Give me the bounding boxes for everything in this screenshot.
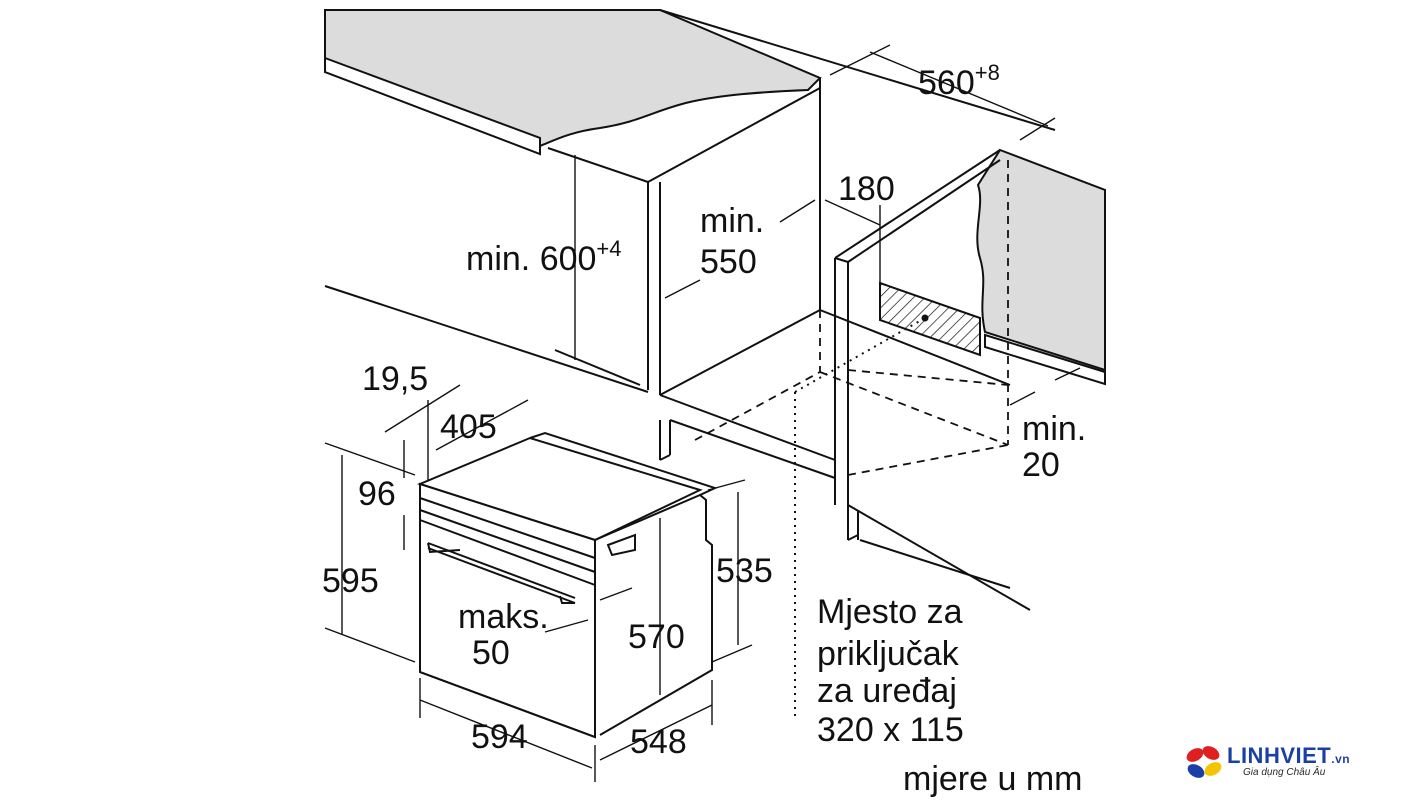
dim-cabinet-height: min. 600+4 [466,236,622,278]
dim-cabinet-width: 560+8 [918,60,1000,102]
right-cabinet-slab [976,148,1106,386]
logo-flower-icon [1186,746,1222,778]
connection-note-line: Mjesto za [817,593,963,631]
dim-depth-body: 405 [440,408,497,446]
dim-rear-gap-line2: 20 [1022,446,1060,484]
dim-oven-depth: 548 [630,723,687,761]
dim-rear-gap-line1: min. [1022,410,1086,448]
dim-oven-width: 594 [471,718,528,756]
dim-oven-height: 595 [322,562,379,600]
dimension-lines [324,44,1081,782]
connection-box [879,205,981,357]
oven [417,431,718,739]
niche-outline [694,160,1009,720]
dim-rear-opening: 180 [838,170,895,208]
dim-top-gap: 96 [358,475,396,513]
dim-inner-height: 570 [628,618,685,656]
cabinet-lines [324,9,1056,611]
connection-note-line: za uređaj [817,672,957,710]
dim-front-panel: 19,5 [362,360,428,398]
connection-note-line: priključak [817,635,960,673]
dim-handle-max-line1: maks. [458,598,549,636]
dim-cabinet-depth-line2: 550 [700,243,757,281]
linhviet-logo: LINHVIET.vn Gia dụng Châu Âu [1183,741,1383,785]
units-note: mjere u mm [903,760,1082,798]
connection-note: Mjesto za priključak za uređaj 320 x 115 [817,593,964,749]
dim-handle-max-line2: 50 [472,634,510,672]
worktop [324,9,822,156]
dim-rear-height: 535 [716,552,773,590]
dim-cabinet-depth-line1: min. [700,202,764,240]
logo-tagline: Gia dụng Châu Âu [1243,767,1326,778]
logo-name: LINHVIET.vn [1227,743,1351,768]
connection-note-line: 320 x 115 [817,711,964,749]
